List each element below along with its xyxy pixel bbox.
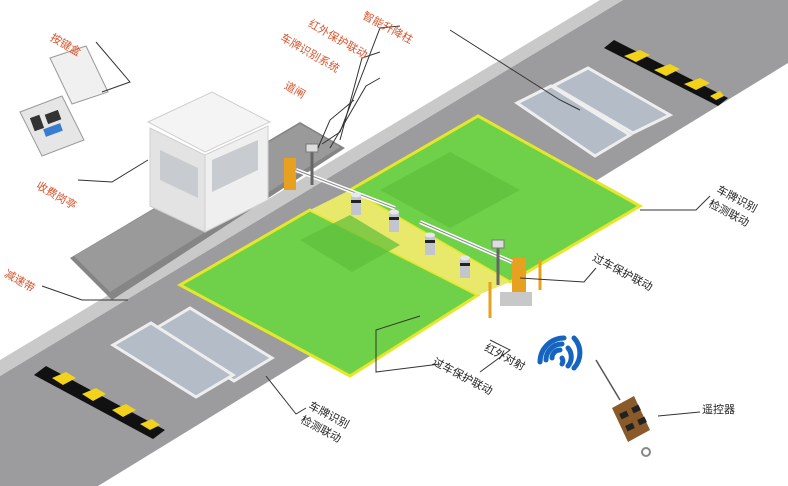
toll-booth [146,91,272,233]
green-shadow-1 [380,152,520,228]
bollard-4 [460,255,470,278]
detection-pad-4 [110,321,236,399]
label-remote: 遥控器 [702,403,735,416]
camera-entry [305,143,319,153]
wifi-icon [537,335,583,371]
green-shadow-2 [300,215,400,272]
speed-bump-bottom [34,366,165,439]
camera-exit [491,239,505,249]
bollard-3 [425,232,435,255]
detection-pad-2 [514,84,633,158]
antenna [595,359,621,401]
remote-icon [612,396,651,457]
road-edge-top [0,0,623,376]
speed-bump-top [604,40,728,106]
bollard-1 [351,192,361,215]
keypad-box [19,45,109,157]
detection-pad-1 [549,66,674,135]
leader-lines [41,25,711,417]
bollard-2 [389,209,399,232]
